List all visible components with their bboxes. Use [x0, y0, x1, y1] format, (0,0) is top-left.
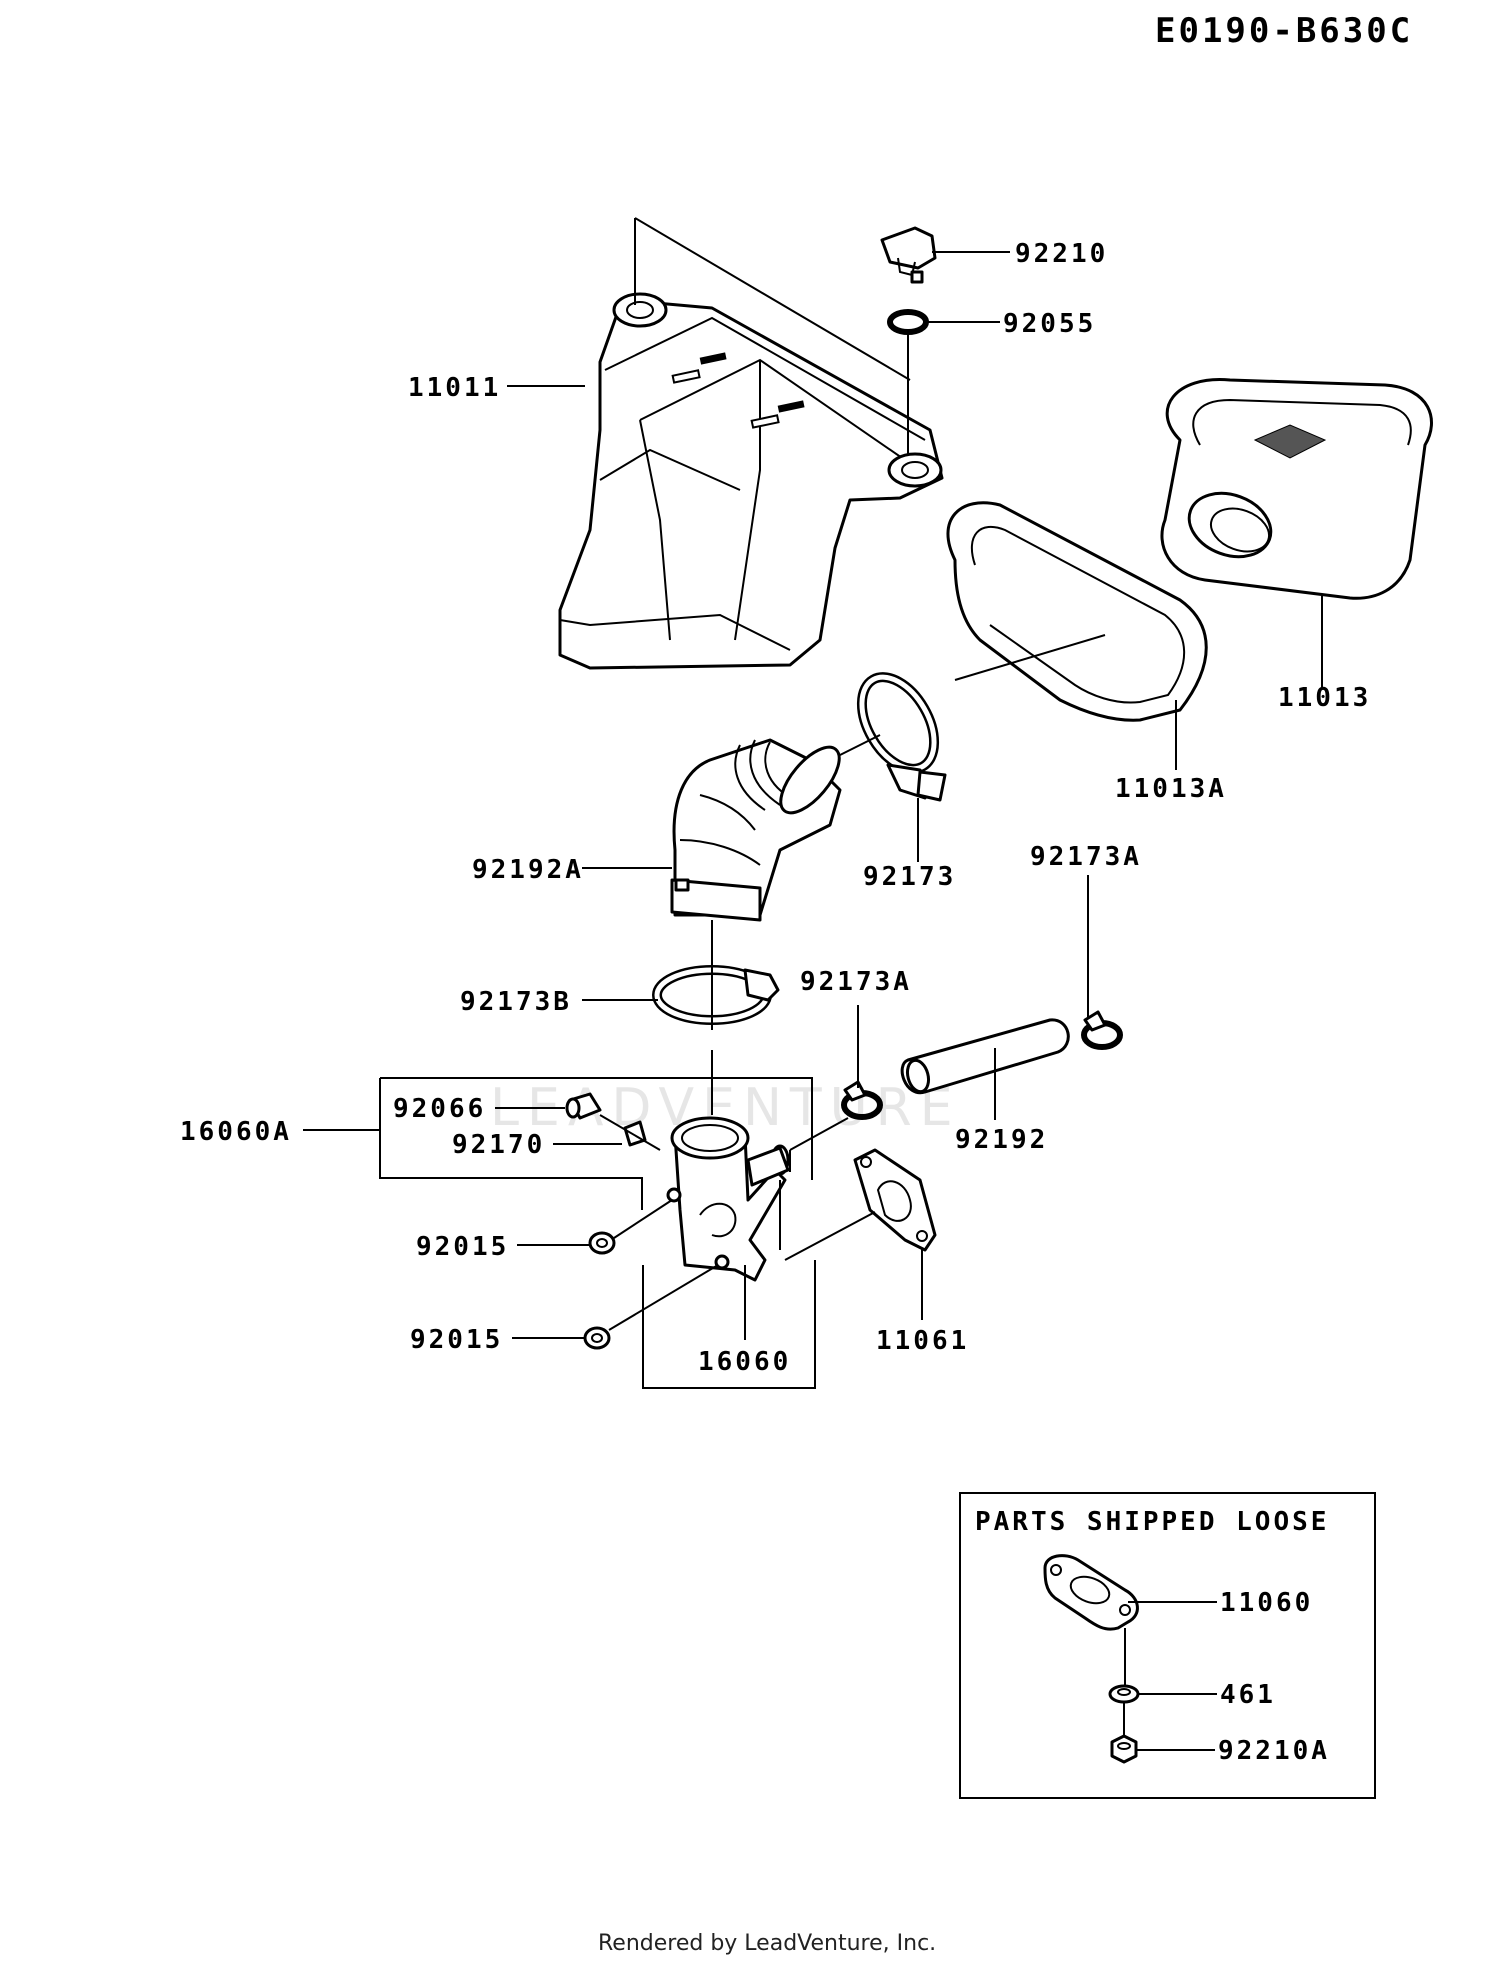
- elbow-hose-92192A[interactable]: [670, 738, 850, 922]
- pin-92066[interactable]: [565, 1092, 602, 1120]
- label-92055: 92055: [1003, 309, 1096, 339]
- label-92015-a: 92015: [416, 1232, 509, 1262]
- label-11013A: 11013A: [1115, 774, 1227, 804]
- label-11011: 11011: [408, 373, 501, 403]
- nut-92015-a[interactable]: [588, 1231, 616, 1255]
- label-16060: 16060: [698, 1347, 791, 1377]
- breather-hose-92192[interactable]: [900, 1018, 1070, 1095]
- label-92173A-mid: 92173A: [800, 967, 912, 997]
- loose-box-title: PARTS SHIPPED LOOSE: [975, 1507, 1329, 1537]
- label-92173B: 92173B: [460, 987, 572, 1017]
- label-11061: 11061: [876, 1326, 969, 1356]
- label-92173: 92173: [863, 862, 956, 892]
- clamp-92170[interactable]: [623, 1120, 647, 1147]
- label-92192: 92192: [955, 1125, 1048, 1155]
- label-92173A-top: 92173A: [1030, 842, 1142, 872]
- pre-cleaner-11013A[interactable]: [946, 501, 1208, 722]
- air-cleaner-cover-11011[interactable]: [558, 292, 944, 670]
- label-92210: 92210: [1015, 239, 1108, 269]
- label-92066: 92066: [393, 1094, 486, 1124]
- parts-shipped-loose-box: [959, 1492, 1376, 1799]
- gasket-11060[interactable]: [1043, 1554, 1139, 1631]
- wing-knob-92210[interactable]: [880, 226, 937, 284]
- washer-461[interactable]: [1108, 1684, 1140, 1704]
- label-92015-b: 92015: [410, 1325, 503, 1355]
- label-92170: 92170: [452, 1130, 545, 1160]
- nut-92015-b[interactable]: [583, 1326, 611, 1350]
- washer-92055[interactable]: [887, 309, 929, 335]
- gasket-11061[interactable]: [853, 1148, 937, 1252]
- nut-92210A[interactable]: [1110, 1734, 1138, 1764]
- diagram-code: E0190-B630C: [1155, 11, 1413, 51]
- label-92192A: 92192A: [472, 855, 584, 885]
- footer-credit: Rendered by LeadVenture, Inc.: [598, 1931, 936, 1956]
- label-11013: 11013: [1278, 683, 1371, 713]
- inlet-pipe-16060[interactable]: [666, 1116, 790, 1282]
- hose-clamp-92173B[interactable]: [652, 965, 780, 1025]
- label-92210A: 92210A: [1218, 1736, 1330, 1766]
- hose-clamp-92173A-top[interactable]: [1081, 1010, 1123, 1050]
- hose-clamp-92173A-mid[interactable]: [841, 1080, 883, 1120]
- label-16060A: 16060A: [180, 1117, 292, 1147]
- label-461: 461: [1220, 1680, 1276, 1710]
- hose-clamp-92173[interactable]: [847, 665, 949, 802]
- label-11060: 11060: [1220, 1588, 1313, 1618]
- air-filter-element-11013[interactable]: [1160, 378, 1433, 600]
